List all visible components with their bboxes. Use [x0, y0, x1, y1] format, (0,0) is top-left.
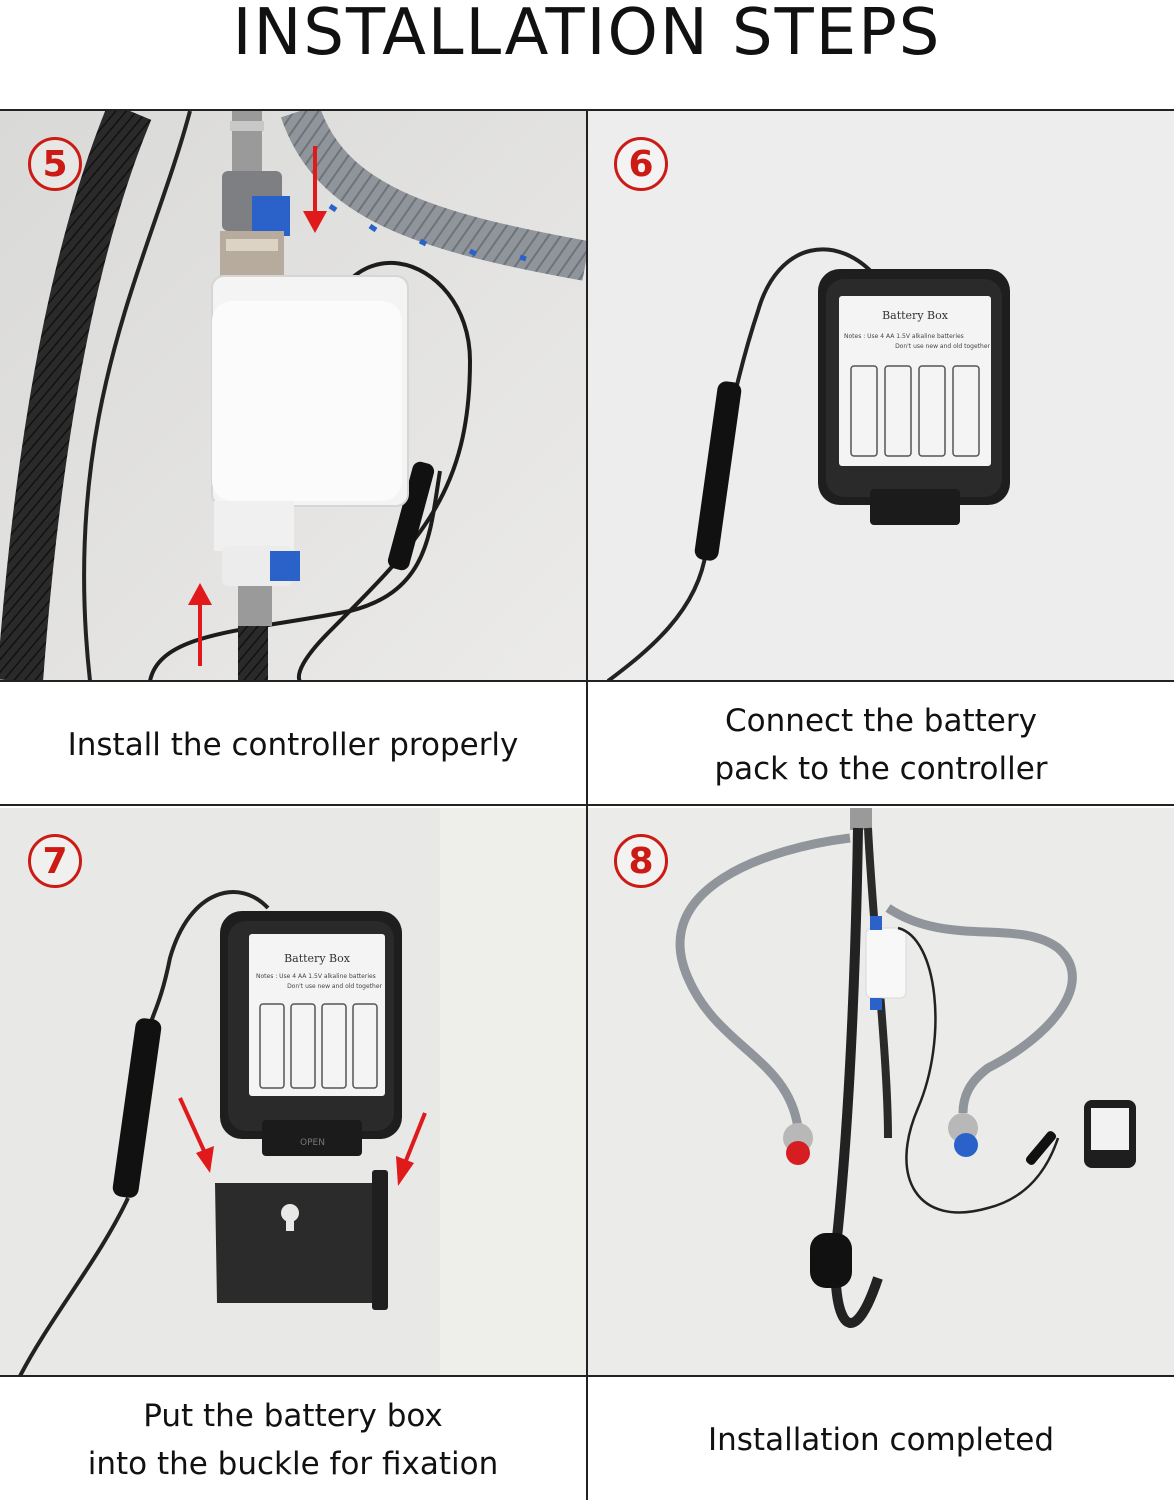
grid-divider-step6-photo [588, 680, 1174, 682]
step-8-photo [588, 808, 1174, 1376]
step-6-caption-line-1: Connect the battery [725, 702, 1037, 739]
step-7-caption-line-2: into the buckle for fixation [87, 1446, 499, 1482]
step-7-badge: 7 [28, 834, 82, 888]
step-6-panel: Battery Box Notes : Use 4 AA 1.5V alkali… [588, 111, 1174, 806]
grid-divider-step7-photo [0, 1375, 586, 1377]
step-5-photo [0, 111, 586, 681]
step-6-caption-line-2: pack to the controller [714, 750, 1048, 787]
step-6-battery-label: Battery Box [882, 309, 948, 322]
step-5-caption: Install the controller properly [0, 683, 586, 806]
step-5-caption-line-1: Install the controller properly [67, 726, 519, 763]
steps-grid: 5 Install the controller properly [0, 109, 1174, 1500]
grid-divider-step5-photo [0, 680, 586, 682]
step-6-photo [588, 111, 1174, 681]
step-6-battery-notes-2: Don't use new and old together [895, 343, 990, 350]
step-7-caption: Put the battery box into the buckle for … [0, 1378, 586, 1500]
step-6-caption: Connect the battery pack to the controll… [588, 683, 1174, 806]
step-5-panel: 5 Install the controller properly [0, 111, 586, 806]
step-7-caption-line-1: Put the battery box [143, 1398, 443, 1434]
step-7-battery-notes-1: Notes : Use 4 AA 1.5V alkaline batteries [256, 973, 376, 980]
step-7-open-label: OPEN [300, 1138, 325, 1148]
step-7-panel: Battery Box Notes : Use 4 AA 1.5V alkali… [0, 808, 586, 1500]
step-6-badge: 6 [614, 137, 668, 191]
grid-divider-middle [0, 804, 1174, 806]
grid-divider-step8-photo [588, 1375, 1174, 1377]
step-7-battery-notes-2: Don't use new and old together [287, 983, 382, 990]
step-6-battery-notes-1: Notes : Use 4 AA 1.5V alkaline batteries [844, 333, 964, 340]
step-8-badge: 8 [614, 834, 668, 888]
step-7-battery-label: Battery Box [284, 952, 350, 965]
step-7-photo [0, 808, 586, 1376]
step-5-badge: 5 [28, 137, 82, 191]
step-8-panel: 8 Installation completed [588, 808, 1174, 1500]
step-8-caption: Installation completed [588, 1378, 1174, 1500]
step-8-caption-line-1: Installation completed [707, 1422, 1055, 1458]
page-title: INSTALLATION STEPS [232, 0, 942, 70]
